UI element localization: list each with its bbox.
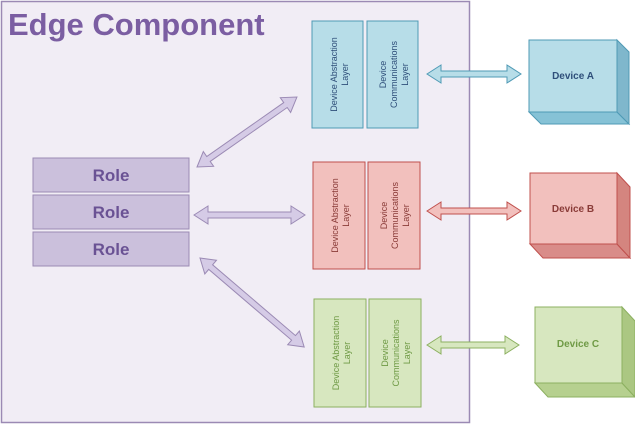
abstraction-layer-box [313, 298, 367, 408]
role-arrows [193, 96, 306, 348]
communications-layer-box [366, 20, 419, 129]
double-arrow-icon [426, 64, 522, 84]
cube-side-face [616, 171, 631, 260]
layer-group-c: Device AbstractionLayer DeviceCommunicat… [313, 298, 422, 408]
double-arrow-icon [426, 201, 522, 221]
device-label: Device C [557, 339, 599, 350]
cube-side-face [621, 305, 635, 398]
abstraction-layer-label: Device AbstractionLayer [330, 178, 351, 253]
role-box [32, 194, 190, 230]
abstraction-layer-box [311, 20, 364, 129]
communications-layer-label: DeviceCommunicationsLayer [378, 40, 410, 108]
cube-bottom-face [527, 111, 631, 125]
abstraction-layer-box [312, 161, 366, 270]
cube-side-face [616, 38, 630, 126]
cube-bottom-face [533, 382, 635, 398]
diagram-title: Edge Component [8, 7, 265, 42]
device-label: Device A [552, 71, 594, 82]
device-label: Device B [552, 204, 594, 215]
communications-layer-label: DeviceCommunicationsLayer [380, 319, 412, 387]
abstraction-layer-label: Device AbstractionLayer [329, 37, 350, 112]
role-label: Role [93, 240, 130, 259]
role-stack: Role Role Role [32, 157, 190, 267]
cube-bottom-face [528, 243, 632, 259]
cube-front-face [529, 172, 618, 245]
cube-front-face [534, 306, 623, 384]
layer-group-b: Device AbstractionLayer DeviceCommunicat… [312, 161, 421, 270]
communications-layer-box [368, 298, 422, 408]
device-a: Device A [527, 38, 631, 126]
device-b: Device B [528, 171, 632, 260]
double-arrow-icon [426, 335, 520, 355]
double-arrow-icon [199, 257, 305, 348]
communications-layer-box [367, 161, 421, 270]
cube-front-face [528, 39, 618, 113]
communications-layer-label: DeviceCommunicationsLayer [379, 181, 411, 249]
role-box [32, 231, 190, 267]
role-box [32, 157, 190, 193]
device-c: Device C [533, 305, 635, 398]
double-arrow-icon [193, 205, 306, 225]
layer-group-a: Device AbstractionLayer DeviceCommunicat… [311, 20, 419, 129]
abstraction-layer-label: Device AbstractionLayer [331, 316, 352, 391]
double-arrow-icon [196, 96, 298, 168]
role-label: Role [93, 203, 130, 222]
role-label: Role [93, 166, 130, 185]
